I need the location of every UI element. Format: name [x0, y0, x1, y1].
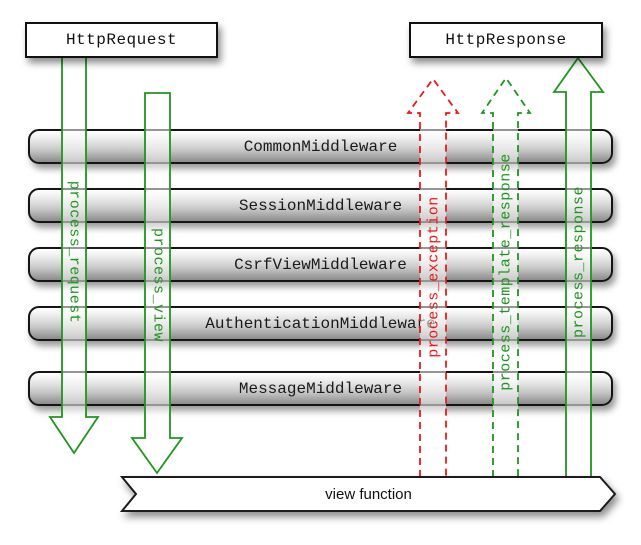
http-request-label: HttpRequest [65, 31, 178, 49]
process-view-arrow [130, 92, 184, 475]
process-response-arrow [552, 56, 605, 477]
process-response-label: process_response [570, 185, 588, 339]
process-template-response-arrow [480, 76, 532, 477]
process-template-response-label: process_template_response [497, 153, 515, 391]
bar-authentication-middleware-label: AuthenticationMiddleware [205, 314, 436, 333]
view-function-banner [119, 476, 617, 512]
bar-session-middleware-label: SessionMiddleware [238, 196, 403, 215]
http-request-box: HttpRequest [25, 22, 218, 58]
http-response-label: HttpResponse [445, 31, 567, 49]
bar-csrf-view-middleware-label: CsrfViewMiddleware [234, 255, 407, 274]
process-exception-label: process_exception [425, 196, 443, 358]
process-request-label: process_request [65, 180, 83, 324]
view-function-label: view function [325, 485, 412, 503]
http-response-box: HttpResponse [409, 22, 603, 58]
bar-common-middleware-label: CommonMiddleware [243, 137, 398, 156]
process-view-label: process_view [149, 227, 167, 343]
bar-message-middleware-label: MessageMiddleware [238, 379, 403, 398]
process-exception-arrow [406, 77, 460, 477]
process-request-arrow [48, 58, 100, 455]
